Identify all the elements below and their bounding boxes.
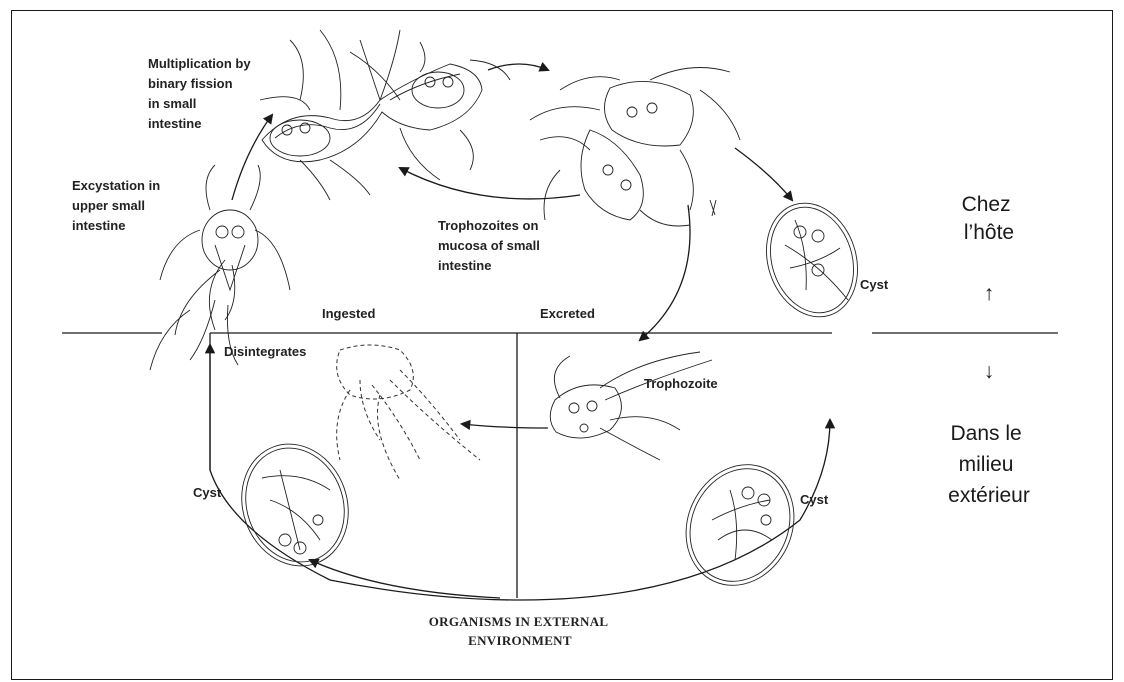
arrow-mucosa-to-multiplication [400,168,580,199]
arrow-to-trophozoite-excreted [640,205,690,340]
cyst-right-illustration [667,447,814,603]
cyst-host-illustration [752,191,872,329]
mucosa-trophozoites-illustration [530,68,740,227]
label-cyst-host: Cyst [860,277,889,292]
dividing-trophozoite-illustration [260,30,510,200]
arrow-excystation-to-multiplication [232,115,272,200]
up-arrow-glyph: ↑ [984,282,995,305]
label-organisms-external: ORGANISMS IN EXTERNAL ENVIRONMENT [429,614,612,648]
external-environment-arc [210,333,830,600]
down-arrow-glyph: ↓ [984,360,995,383]
disintegrating-organism-illustration [337,345,480,480]
excystation-trophozoite-illustration [150,165,290,370]
excreted-trophozoite-illustration [550,352,712,460]
arrow-to-cyst-host [735,148,792,200]
label-trophozoite: Trophozoite [644,376,718,391]
label-multiplication: Multiplication by binary fission in smal… [148,56,254,131]
label-cyst-left: Cyst [193,485,222,500]
label-ingested: Ingested [322,306,376,321]
arrow-trophozoite-to-disintegrates [462,424,548,428]
host-label: Chez l’hôte [962,193,1017,244]
environment-label: Dans le milieu extérieur [948,422,1030,507]
label-trophozoites-mucosa: Trophozoites on mucosa of small intestin… [438,218,544,273]
label-cyst-right: Cyst [800,492,829,507]
label-excreted: Excreted [540,306,595,321]
label-disintegrates: Disintegrates [224,344,306,359]
cyst-left-illustration [225,429,365,581]
label-excystation: Excystation in upper small intestine [72,178,164,233]
